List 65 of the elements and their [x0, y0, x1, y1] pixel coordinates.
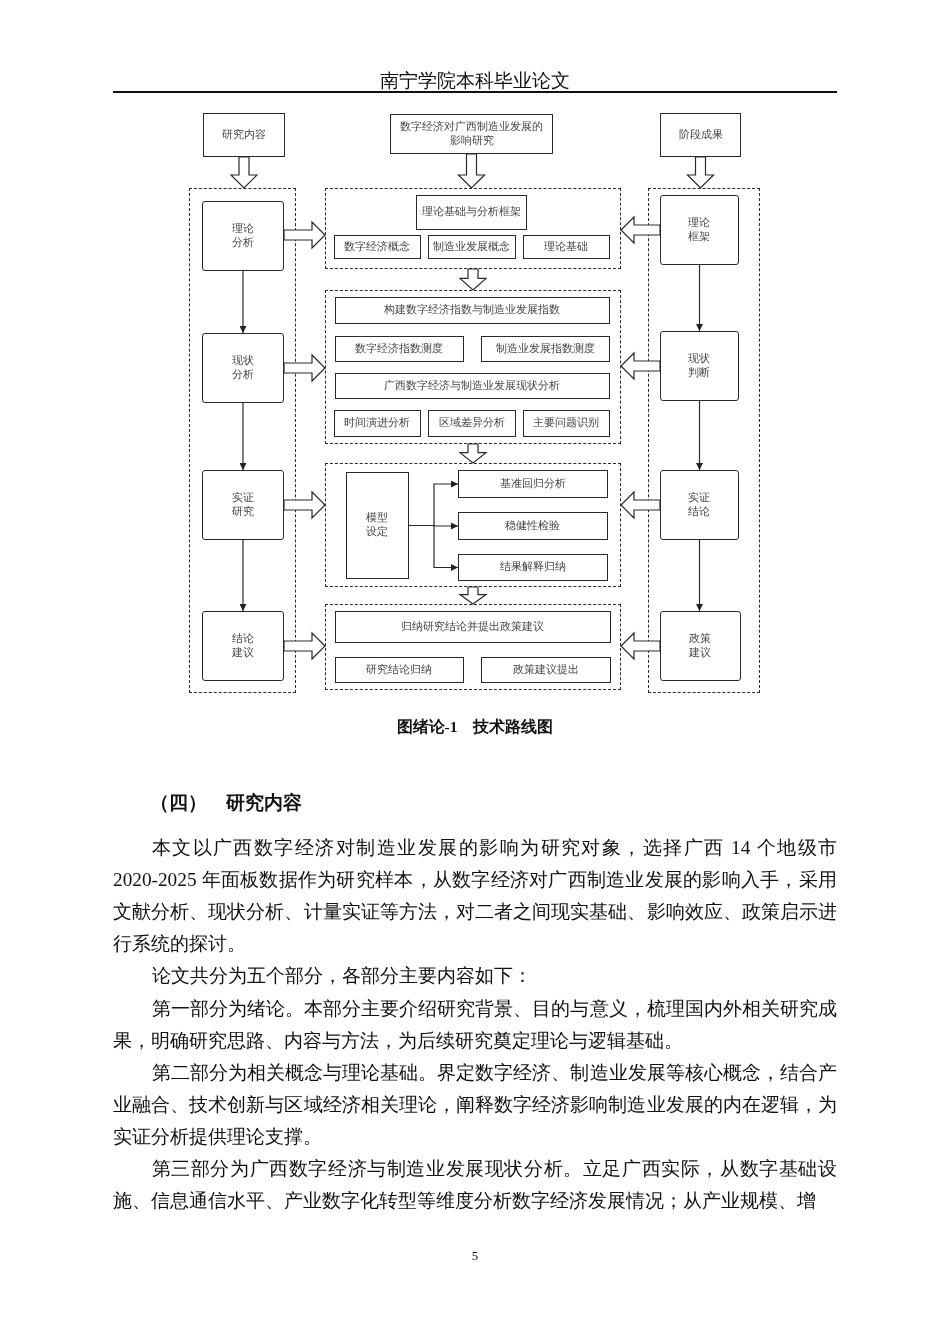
process-box: 模型设定 [345, 471, 409, 579]
process-box: 政策建议提出 [480, 656, 611, 683]
section-heading: （四） 研究内容 [150, 791, 302, 815]
branch-arrow [408, 524, 459, 571]
process-box: 实证研究 [201, 469, 284, 540]
process-box: 研究内容 [203, 113, 285, 157]
body-paragraph: 第一部分为绪论。本部分主要介绍研究背景、目的与意义，梳理国内外相关研究成果，明确研究思路、内容与方法，为后续研究奠定理论与逻辑基础。 [113, 996, 837, 1053]
block-arrow [458, 586, 488, 605]
body-paragraph: 第二部分为相关概念与理论基础。界定数字经济、制造业发展等核心概念，结合产业融合、技术创新与区域经济相关理论，阐释数字经济影响制造业发展的内在逻辑，为实证分析提供理论支撑。 [113, 1060, 837, 1149]
arrow [696, 264, 703, 332]
process-box: 时间演进分析 [333, 409, 421, 437]
block-arrow [283, 220, 326, 250]
block-arrow [458, 268, 488, 291]
dashed-group [189, 188, 296, 693]
block-arrow [686, 156, 715, 189]
process-box: 理论分析 [201, 200, 284, 271]
process-box: 阶段成果 [660, 113, 741, 157]
process-box: 广西数字经济与制造业发展现状分析 [334, 372, 610, 399]
dashed-group [325, 290, 621, 444]
process-box: 现状分析 [201, 332, 284, 403]
arrow [239, 270, 247, 334]
block-arrow [283, 353, 326, 383]
process-box: 基准回归分析 [457, 469, 608, 498]
block-arrow [620, 631, 661, 661]
body-paragraph: 本文以广西数字经济对制造业发展的影响为研究对象，选择广西 14 个地级市 2020-2025 年面板数据作为研究样本，从数字经济对广西制造业发展的影响入手，采用文献分析、现状分析、计量实证等方法，对二者之间现实基础、影响效应、政策启示进行系统的探讨。 [113, 836, 837, 957]
process-box: 主要问题识别 [522, 409, 610, 437]
process-box: 构建数字经济指数与制造业发展指数 [334, 296, 610, 324]
process-box: 数字经济指数测度 [334, 335, 464, 362]
dashed-group [648, 188, 760, 693]
body-paragraph: 论文共分为五个部分，各部分主要内容如下： [150, 964, 533, 989]
arrow [239, 402, 247, 471]
process-box: 理论基础与分析框架 [415, 194, 527, 230]
process-box: 制造业发展指数测度 [480, 335, 610, 362]
arrow [239, 539, 247, 612]
block-arrow [620, 490, 661, 520]
body-paragraph: 第三部分为广西数字经济与制造业发展现状分析。立足广西实际，从数字基础设施、信息通信水平、产业数字化转型等维度分析数字经济发展情况；从产业规模、增 [113, 1157, 837, 1214]
arrow [696, 400, 703, 471]
dashed-group [325, 604, 621, 690]
page-number: 5 [471, 1248, 479, 1264]
process-box: 现状判断 [659, 330, 739, 401]
figure-caption: 图绪论-1 技术路线图 [396, 716, 554, 737]
block-arrow [229, 156, 259, 189]
dashed-group [325, 188, 621, 269]
running-header: 南宁学院本科毕业论文 [380, 69, 570, 93]
process-box: 归纳研究结论并提出政策建议 [334, 610, 611, 643]
block-arrow [457, 153, 486, 189]
process-box: 区域差异分析 [427, 409, 516, 437]
process-box: 政策建议 [659, 610, 741, 681]
arrow [696, 539, 703, 612]
block-arrow [458, 443, 488, 464]
process-box: 研究结论归纳 [334, 656, 464, 683]
block-arrow [620, 351, 661, 381]
block-arrow [283, 490, 326, 520]
dashed-group [325, 463, 621, 587]
process-box: 实证结论 [659, 469, 739, 540]
process-box: 结论建议 [201, 610, 284, 681]
block-arrow [620, 215, 661, 245]
process-box: 数字经济对广西制造业发展的影响研究 [390, 114, 553, 154]
process-box: 制造业发展概念 [427, 234, 516, 259]
process-box: 理论基础 [522, 234, 610, 259]
process-box: 理论框架 [659, 194, 739, 265]
process-box: 结果解释归纳 [457, 553, 608, 581]
process-box: 数字经济概念 [333, 234, 421, 259]
process-box: 稳健性检验 [457, 511, 608, 540]
block-arrow [283, 631, 326, 661]
